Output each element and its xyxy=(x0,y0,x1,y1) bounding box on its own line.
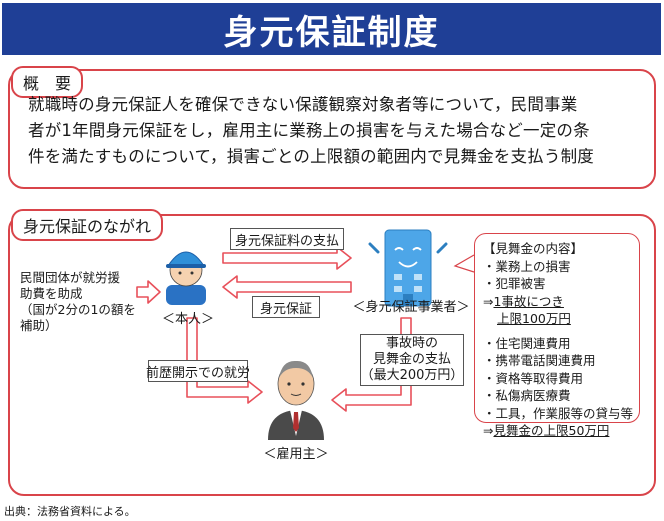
fee-payment-box: 身元保証料の支払 xyxy=(230,228,344,250)
accident-payment-box: 事故時の 見舞金の支払 （最大200万円） xyxy=(360,334,464,386)
limit-text: 上限100万円 xyxy=(497,311,571,326)
details-item: ・住宅関連費用 xyxy=(483,335,631,353)
guarantee-arrow xyxy=(223,276,351,298)
person-label: ＜本人＞ xyxy=(160,308,216,327)
details-limit-1b: 上限100万円 xyxy=(483,310,631,328)
subsidy-arrow xyxy=(137,281,160,303)
private-org-line: （国が2分の1の額を xyxy=(20,302,136,318)
arrow-prefix: ⇒ xyxy=(483,294,493,309)
employer-label: ＜雇用主＞ xyxy=(262,443,330,462)
details-item: ・工具，作業服等の貸与等 xyxy=(483,405,631,423)
details-item: ・業務上の損害 xyxy=(483,258,631,276)
guarantee-box: 身元保証 xyxy=(252,296,320,318)
accident-payment-line: （最大200万円） xyxy=(361,368,464,384)
employer-icon xyxy=(268,361,324,440)
accident-payment-line: 事故時の xyxy=(386,336,438,352)
details-item: ・携帯電話関連費用 xyxy=(483,352,631,370)
fee-arrow xyxy=(223,247,351,269)
details-item: ・資格等取得費用 xyxy=(483,370,631,388)
private-org-note: 民間団体が就労援 助費を助成 （国が2分の1の額を 補助） xyxy=(20,270,136,334)
details-heading: 【見舞金の内容】 xyxy=(483,240,631,258)
details-limit-2: ⇒見舞金の上限50万円 xyxy=(483,422,631,440)
building-icon xyxy=(370,230,446,306)
details-item: ・犯罪被害 xyxy=(483,275,631,293)
private-org-line: 助費を助成 xyxy=(20,286,136,302)
details-item: ・私傷病医療費 xyxy=(483,387,631,405)
private-org-line: 民間団体が就労援 xyxy=(20,270,136,286)
details-limit-1: ⇒1事故につき xyxy=(483,293,631,311)
details-pointer xyxy=(455,255,474,272)
worker-icon xyxy=(166,252,206,305)
limit-text: 1事故につき xyxy=(493,294,563,309)
private-org-line: 補助） xyxy=(20,318,136,334)
provider-label: ＜身元保証事業者＞ xyxy=(348,296,474,315)
compensation-details: 【見舞金の内容】 ・業務上の損害 ・犯罪被害 ⇒1事故につき 上限100万円 ・… xyxy=(474,233,640,423)
source-note: 出典：法務省資料による。 xyxy=(4,503,136,519)
arrow-prefix: ⇒ xyxy=(483,423,493,438)
disclosure-employment-box: 前歴開示での就労 xyxy=(148,360,248,382)
limit-text: 見舞金の上限50万円 xyxy=(493,423,609,438)
accident-payment-line: 見舞金の支払 xyxy=(373,352,451,368)
